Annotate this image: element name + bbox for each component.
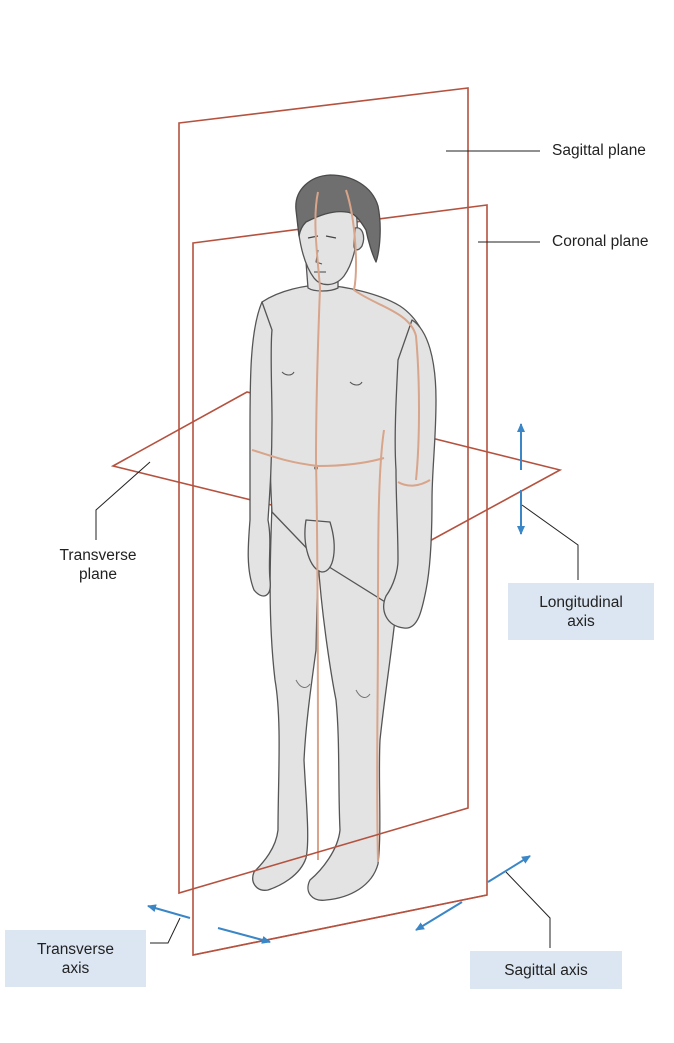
leader-transverse-axis	[150, 918, 180, 943]
transverse-axis-label: Transverse axis	[5, 930, 146, 987]
sagittal-axis-arrow	[416, 856, 530, 930]
transverse-plane-label: Transverse plane	[48, 546, 148, 584]
coronal-plane-front-edge	[193, 895, 487, 955]
sagittal-plane-label: Sagittal plane	[552, 141, 646, 160]
longitudinal-axis-label: Longitudinal axis	[508, 583, 654, 640]
transverse-axis-arrow	[148, 906, 270, 942]
leader-longitudinal-axis	[522, 505, 578, 580]
coronal-plane-label: Coronal plane	[552, 232, 649, 251]
leader-sagittal-axis	[506, 872, 550, 948]
sagittal-axis-label: Sagittal axis	[470, 951, 622, 989]
human-figure	[248, 175, 436, 900]
